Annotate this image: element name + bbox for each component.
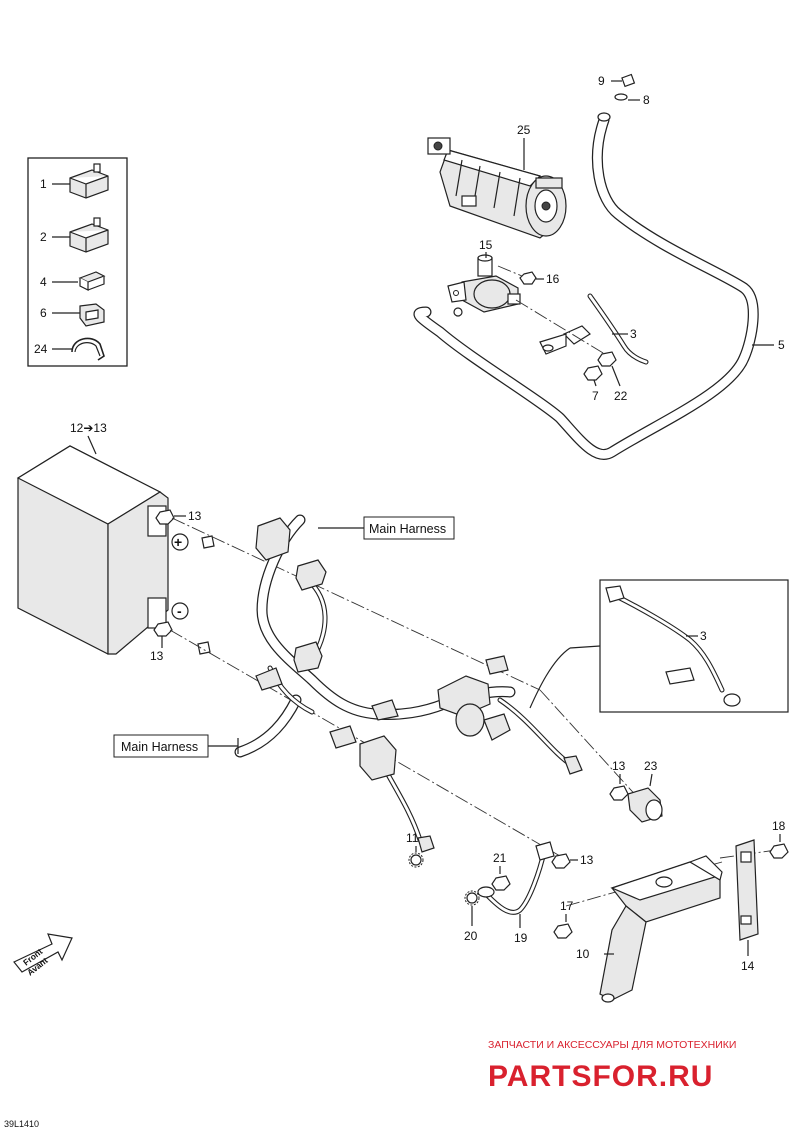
callout-15: 15	[479, 238, 493, 252]
svg-text:-: -	[177, 603, 182, 619]
callout-25: 25	[517, 123, 531, 137]
callout-16: 16	[546, 272, 560, 286]
main-harness[interactable]	[234, 514, 583, 853]
battery-bolt-negative[interactable]	[153, 621, 173, 648]
nut-18[interactable]	[769, 834, 789, 859]
callout-21: 21	[493, 851, 507, 865]
screw-9[interactable]	[611, 73, 636, 88]
callout-14: 14	[741, 959, 755, 973]
callout-13d: 13	[580, 853, 594, 867]
washer-8[interactable]	[614, 93, 640, 101]
callout-8: 8	[643, 93, 650, 107]
inset-cable-3	[529, 579, 789, 713]
fuse-4[interactable]	[52, 271, 106, 291]
starter-solenoid[interactable]	[447, 252, 521, 313]
svg-text:PARTSFOR.RU: PARTSFOR.RU	[488, 1060, 713, 1093]
callout-4: 4	[40, 275, 47, 289]
plate-14[interactable]	[735, 839, 759, 956]
svg-text:Main Harness: Main Harness	[121, 740, 198, 754]
callout-9: 9	[598, 74, 605, 88]
callout-2: 2	[40, 230, 47, 244]
terminal-nut-negative[interactable]	[197, 641, 211, 655]
negative-terminal-symbol: -	[171, 602, 189, 620]
ground-cable-19[interactable]	[477, 841, 555, 928]
svg-text:+: +	[174, 534, 182, 550]
main-harness-label-left: Main Harness	[113, 734, 239, 758]
front-direction-arrow: Front Avant	[13, 933, 73, 978]
battery-bolt-positive[interactable]	[155, 509, 186, 525]
callout-20: 20	[464, 929, 478, 943]
callout-13a: 13	[188, 509, 202, 523]
relay-2[interactable]	[52, 217, 109, 253]
diagram-code: 39L1410	[4, 1119, 39, 1129]
terminal-nut-positive[interactable]	[201, 535, 215, 549]
bolt-13-ground[interactable]	[551, 853, 578, 869]
callout-17: 17	[560, 899, 574, 913]
battery-cable-3-top[interactable]	[515, 293, 649, 365]
main-harness-label-top: Main Harness	[318, 516, 455, 540]
battery-cable-3-inset[interactable]	[605, 585, 741, 707]
fuse-holder-6[interactable]	[52, 303, 105, 327]
callout-10: 10	[576, 947, 590, 961]
callout-1: 1	[40, 177, 47, 191]
callout-3b: 3	[700, 629, 707, 643]
watermark: ЗАПЧАСТИ И АКСЕССУАРЫ ДЛЯ МОТОТЕХНИКИ PA…	[488, 1039, 736, 1093]
callout-3a: 3	[630, 327, 637, 341]
clamp-24[interactable]	[52, 337, 105, 361]
callout-22: 22	[614, 389, 628, 403]
callout-11: 11	[406, 831, 419, 845]
nut-21[interactable]	[491, 866, 511, 891]
callout-18: 18	[772, 819, 786, 833]
nut-small	[453, 307, 463, 317]
callout-5: 5	[778, 338, 785, 352]
callout-13b: 13	[150, 649, 164, 663]
relay-1[interactable]	[52, 163, 109, 199]
nut-7[interactable]	[583, 365, 603, 387]
nut-22[interactable]	[597, 351, 621, 387]
callout-23: 23	[644, 759, 658, 773]
starter-cable-5[interactable]	[413, 112, 774, 460]
bolt-13-lower[interactable]	[609, 774, 629, 801]
support-bracket-10[interactable]	[599, 855, 723, 1003]
lock-washer-11[interactable]	[408, 846, 424, 868]
callout-19: 19	[514, 931, 528, 945]
svg-text:ЗАПЧАСТИ И АКСЕССУАРЫ ДЛЯ МОТО: ЗАПЧАСТИ И АКСЕССУАРЫ ДЛЯ МОТОТЕХНИКИ	[488, 1039, 736, 1051]
positive-terminal-symbol: +	[171, 533, 189, 551]
callout-24: 24	[34, 342, 48, 356]
nut-16[interactable]	[497, 265, 544, 285]
callout-6: 6	[40, 306, 47, 320]
callout-13c: 13	[612, 759, 626, 773]
terminal-cap-23[interactable]	[627, 773, 663, 823]
lock-washer-20[interactable]	[464, 890, 480, 926]
callout-12: 12➔13	[70, 421, 107, 435]
starter-motor[interactable]	[427, 137, 567, 239]
svg-text:Main Harness: Main Harness	[369, 522, 446, 536]
battery-12[interactable]	[16, 435, 169, 655]
bolt-17[interactable]	[553, 914, 573, 939]
callout-7: 7	[592, 389, 599, 403]
